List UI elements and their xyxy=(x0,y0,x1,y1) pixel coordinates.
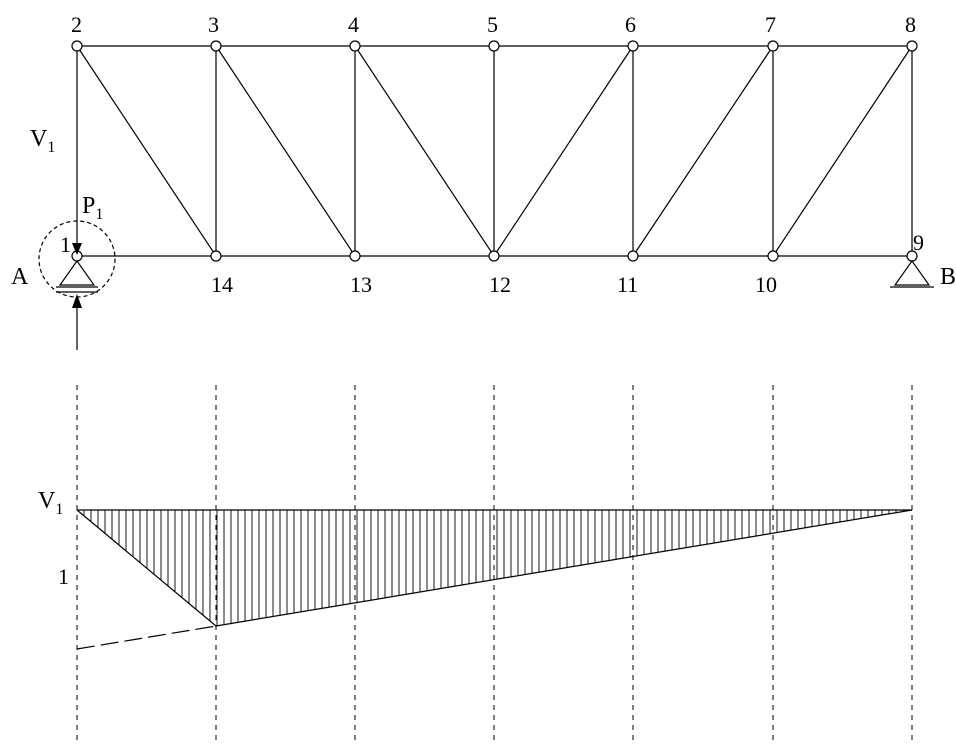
member-force-label: V1 xyxy=(30,126,55,156)
top-node-labels: 2 3 4 5 6 7 8 xyxy=(71,12,916,37)
support-b xyxy=(890,259,934,288)
diagonal-member-2-14 xyxy=(76,45,217,257)
node-4 xyxy=(349,40,361,52)
diagonal-member-8-10 xyxy=(772,45,913,257)
node-label-13: 13 xyxy=(350,272,372,297)
diagonal-member-3-13 xyxy=(215,45,356,257)
truss-nodes xyxy=(71,40,918,262)
node-label-3: 3 xyxy=(208,12,219,37)
support-label-b: B xyxy=(940,264,956,290)
node-3 xyxy=(210,40,222,52)
influence-line-label: V1 xyxy=(38,488,63,518)
node-label-14: 14 xyxy=(211,272,233,297)
node-label-8: 8 xyxy=(905,12,916,37)
diagonal-member-4-12 xyxy=(354,45,495,257)
load-arrow-head-icon xyxy=(72,243,82,255)
influence-area-hatching xyxy=(83,510,904,626)
node-label-12: 12 xyxy=(489,272,511,297)
node-7 xyxy=(767,40,779,52)
node-label-10: 10 xyxy=(755,272,777,297)
influence-extension-dashed xyxy=(76,625,217,650)
node-8 xyxy=(906,40,918,52)
node-10 xyxy=(767,250,779,262)
node-14 xyxy=(210,250,222,262)
load-label: P1 xyxy=(82,193,103,223)
reaction-arrow xyxy=(72,294,82,350)
node-5 xyxy=(488,40,500,52)
node-13 xyxy=(349,250,361,262)
projection-lines xyxy=(76,385,913,745)
node-label-2: 2 xyxy=(71,12,82,37)
diagonal-member-7-11 xyxy=(632,45,774,257)
influence-left-segment xyxy=(76,509,217,627)
node-label-5: 5 xyxy=(487,12,498,37)
load-arrow xyxy=(72,243,82,255)
support-label-a: A xyxy=(11,264,29,290)
node-label-1: 1 xyxy=(60,232,71,257)
node-12 xyxy=(488,250,500,262)
truss xyxy=(76,45,913,257)
node-label-7: 7 xyxy=(765,12,776,37)
node-label-11: 11 xyxy=(617,272,638,297)
unit-value-label: 1 xyxy=(58,564,69,589)
bottom-node-labels: 1 14 13 12 11 10 9 xyxy=(60,230,924,297)
diagonal-member-6-12 xyxy=(493,45,634,257)
node-label-9: 9 xyxy=(913,230,924,255)
node-label-4: 4 xyxy=(348,12,359,37)
node-2 xyxy=(71,40,83,52)
node-11 xyxy=(627,250,639,262)
node-6 xyxy=(627,40,639,52)
node-label-6: 6 xyxy=(625,12,636,37)
pin-support-triangle xyxy=(58,259,96,286)
influence-line-outline xyxy=(76,509,913,650)
reaction-arrow-head-icon xyxy=(72,294,82,308)
influence-right-segment xyxy=(215,509,913,627)
roller-support-triangle xyxy=(893,259,931,286)
